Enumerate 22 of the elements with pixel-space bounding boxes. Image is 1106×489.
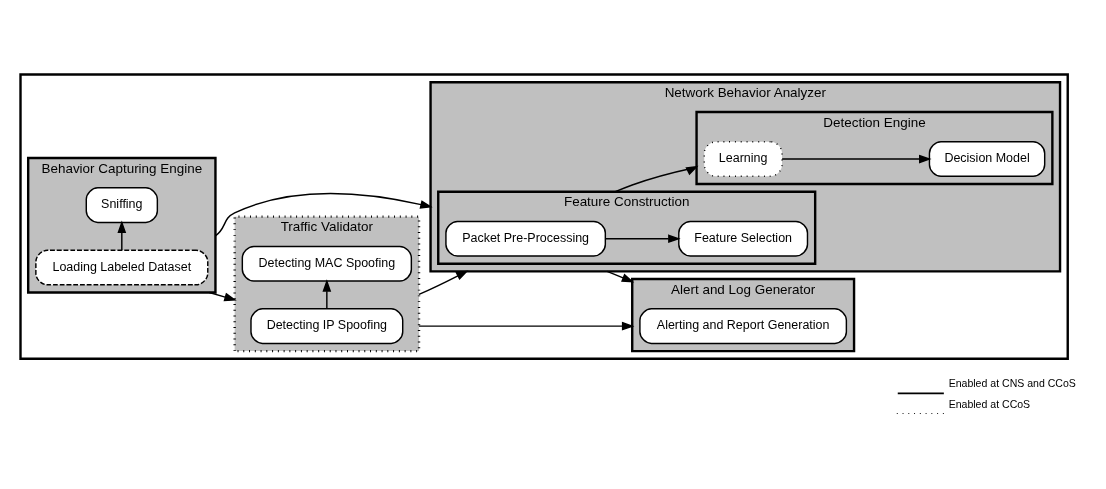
node-box: Alerting and Report Generation <box>639 308 848 345</box>
node-box: Packet Pre-Processing <box>445 220 607 257</box>
arrow <box>604 234 681 244</box>
arrow <box>322 279 332 310</box>
arrow <box>117 220 127 251</box>
legend-label: Enabled at CNS and CCoS <box>948 377 1076 390</box>
arrow <box>418 321 635 331</box>
cluster <box>19 73 1069 360</box>
node-box: Loading Labeled Dataset <box>35 249 209 286</box>
arrow <box>418 270 469 296</box>
node-box: Learning <box>703 141 783 178</box>
arrow <box>208 291 237 302</box>
arrow <box>214 193 433 237</box>
node-box: Decision Model <box>928 141 1046 178</box>
legend-label: Enabled at CCoS <box>948 397 1031 410</box>
arrow <box>781 154 932 164</box>
node-box: Feature Selection <box>678 220 809 257</box>
node-box: Sniffing <box>85 187 159 224</box>
node-box: Detecting MAC Spoofing <box>241 245 413 282</box>
arrow <box>606 270 635 283</box>
arrow <box>614 165 699 193</box>
node-box: Detecting IP Spoofing <box>250 308 404 345</box>
